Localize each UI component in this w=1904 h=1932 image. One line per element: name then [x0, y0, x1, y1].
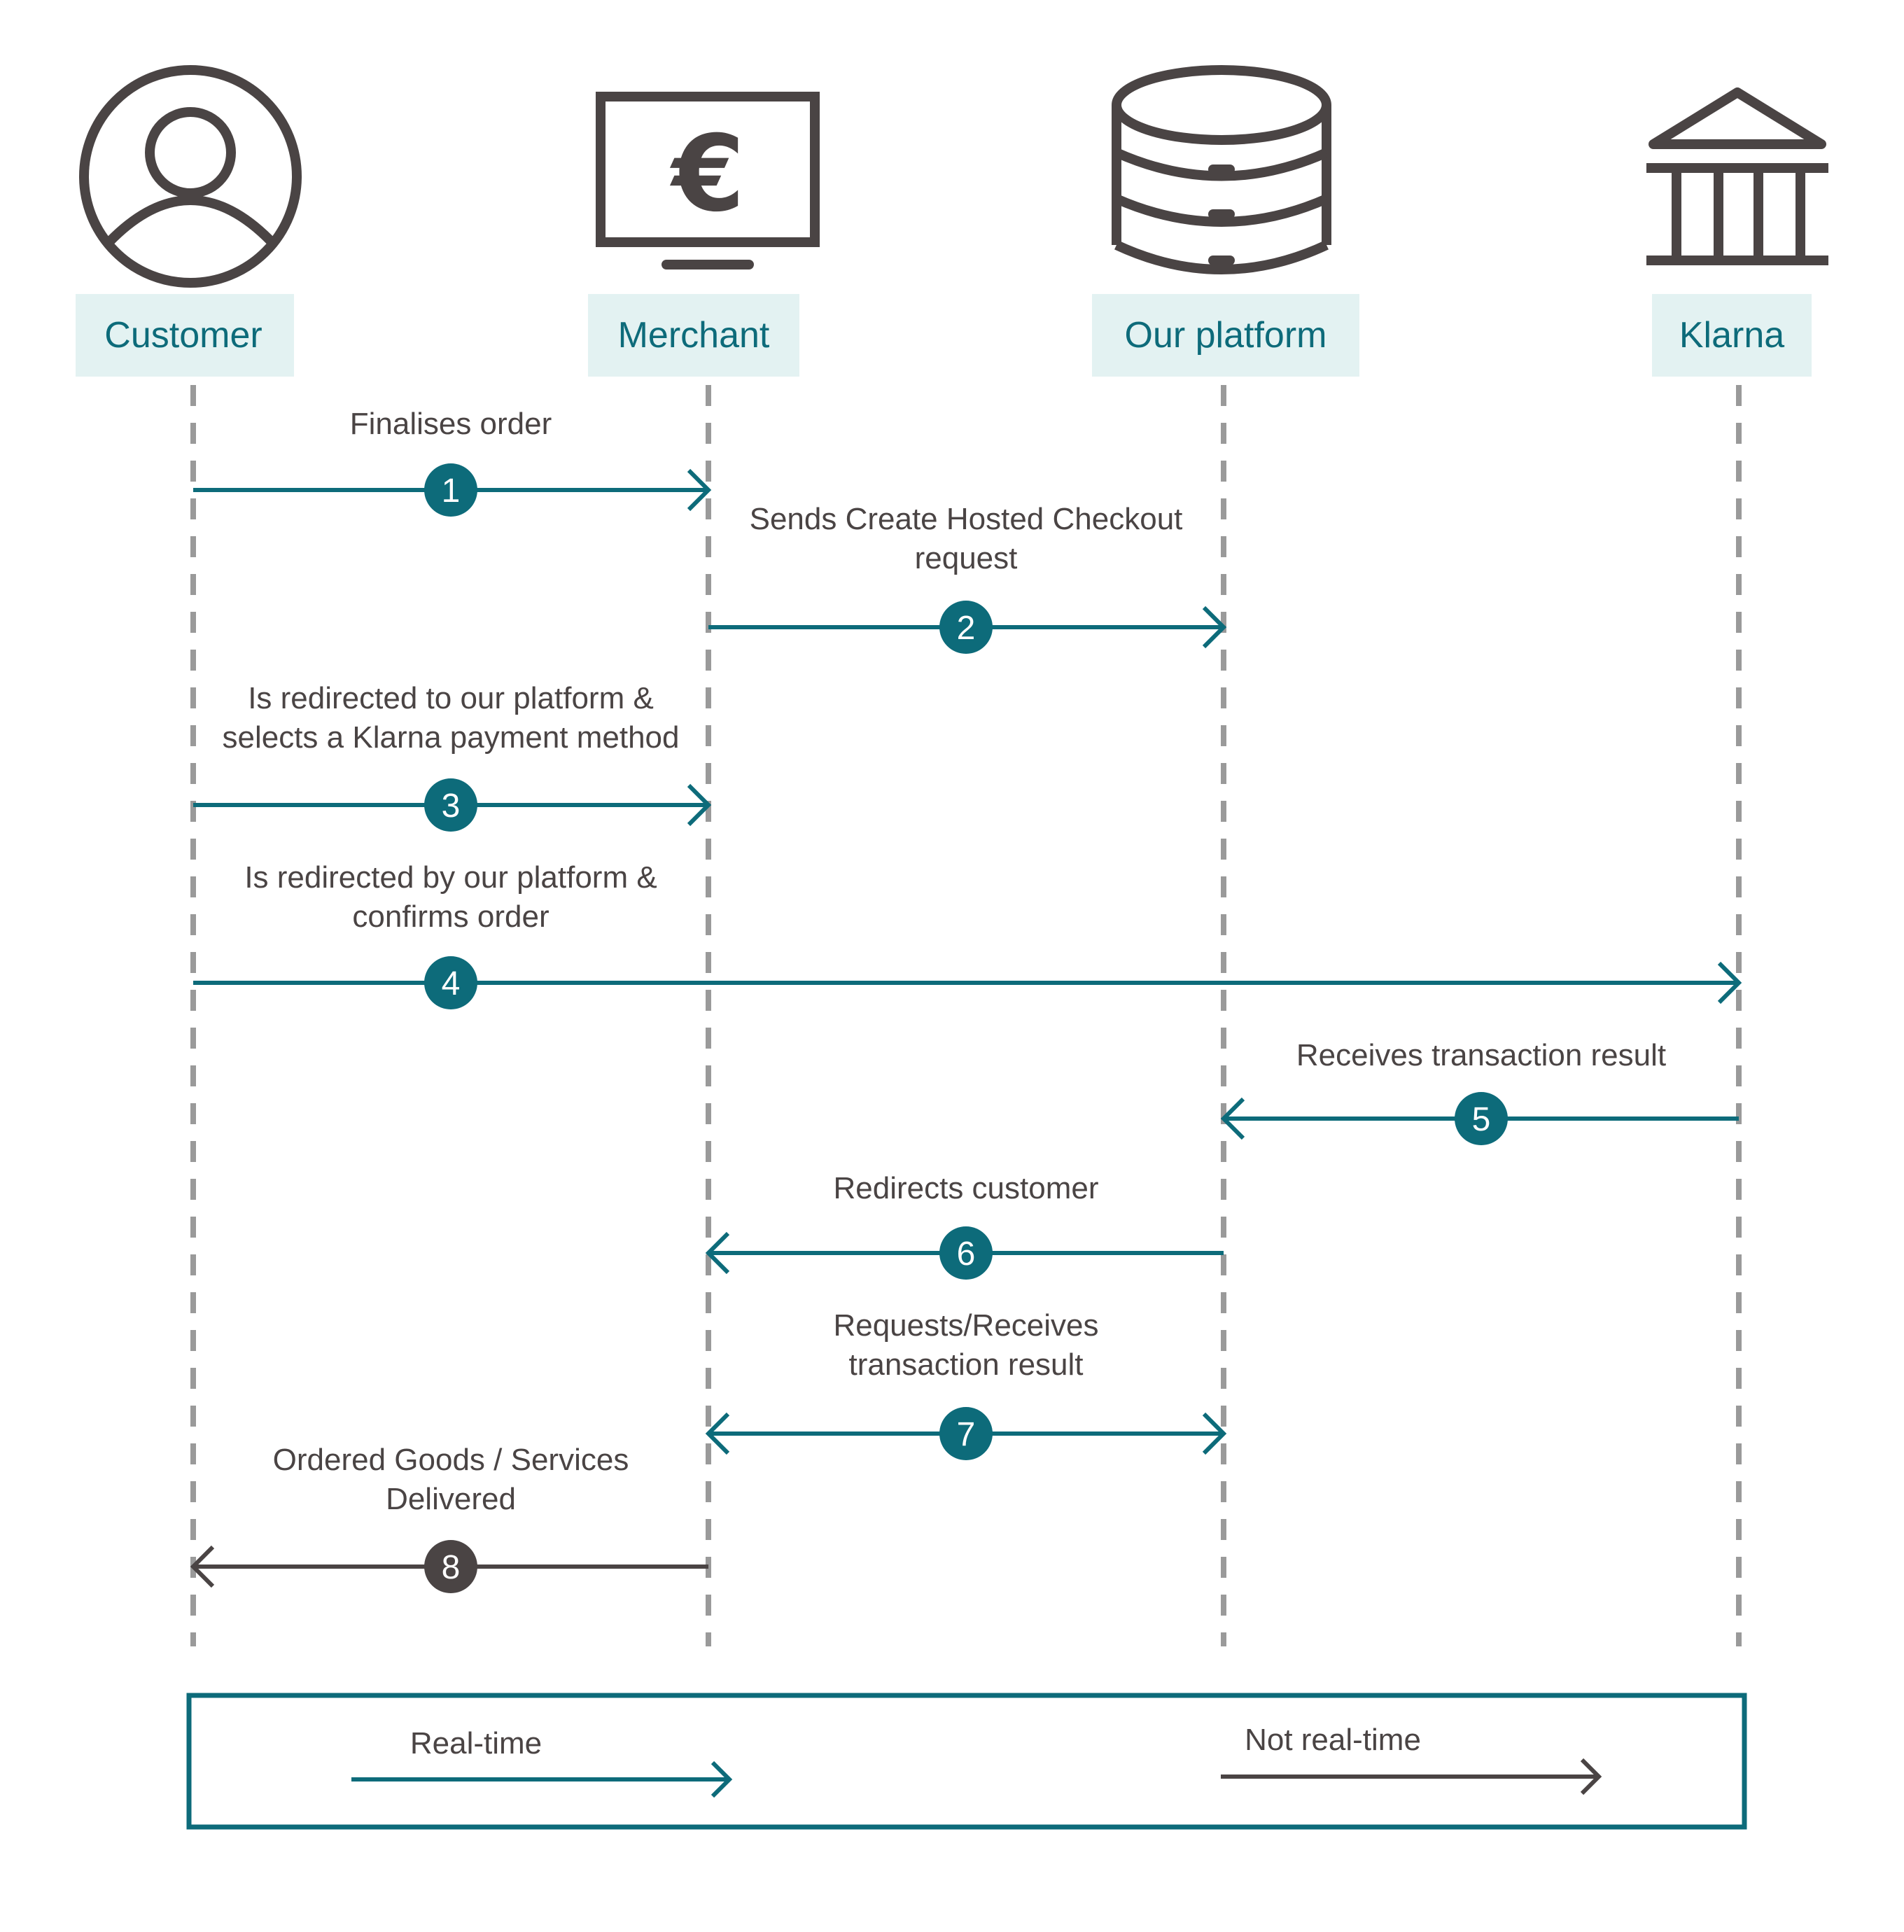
arrowhead [1202, 1412, 1227, 1455]
step-7: Requests/Receives transaction result 7 [705, 1308, 1227, 1460]
step-number-badge [424, 956, 477, 1009]
step-label: selects a Klarna payment method [222, 720, 679, 755]
step-3: Is redirected to our platform & selects a… [193, 681, 712, 832]
step-label: Requests/Receives [833, 1308, 1098, 1343]
arrowhead [705, 1412, 730, 1455]
actor-label-merchant: Merchant [588, 294, 799, 377]
legend-real-time-label: Real-time [410, 1726, 542, 1760]
step-label: Receives transaction result [1296, 1038, 1666, 1072]
svg-text:€: € [670, 113, 745, 235]
step-number-badge [939, 601, 993, 654]
step-number: 3 [442, 788, 461, 825]
arrowhead [1717, 961, 1742, 1004]
step-number-badge [424, 1540, 477, 1593]
actor-label-customer: Customer [76, 294, 294, 377]
step-number-badge [424, 463, 477, 517]
legend-not-real-time-label: Not real-time [1245, 1723, 1421, 1757]
step-number-badge [424, 778, 477, 832]
step-label: Sends Create Hosted Checkout [750, 502, 1183, 536]
user-icon [79, 65, 302, 288]
step-number-badge [939, 1407, 993, 1460]
step-number: 2 [957, 610, 976, 647]
step-label: Redirects customer [833, 1171, 1098, 1205]
step-number: 6 [957, 1236, 976, 1273]
step-label: Delivered [386, 1482, 516, 1516]
arrowhead [687, 783, 712, 827]
bank-icon [1646, 88, 1828, 265]
step-label: transaction result [848, 1348, 1083, 1382]
step-number: 1 [442, 472, 461, 510]
svg-text:Klarna: Klarna [1679, 315, 1784, 356]
step-4: Is redirected by our platform & confirms … [193, 860, 1742, 1009]
step-number: 8 [442, 1549, 461, 1586]
step-label: confirms order [352, 899, 549, 934]
step-label: Is redirected by our platform & [244, 860, 657, 895]
actor-label-klarna: Klarna [1652, 294, 1812, 377]
step-label: Is redirected to our platform & [248, 681, 654, 715]
arrowhead [1220, 1097, 1245, 1140]
step-number-badge [1455, 1092, 1508, 1145]
legend-not-real-time-arrow [1221, 1758, 1602, 1795]
step-number: 7 [957, 1416, 976, 1453]
actor-label-platform: Our platform [1092, 294, 1359, 377]
svg-text:Merchant: Merchant [618, 315, 770, 356]
legend-real-time-arrow [351, 1760, 733, 1798]
step-number: 4 [442, 965, 461, 1002]
euro-monitor-icon: € [596, 92, 820, 270]
step-1: Finalises order 1 [193, 407, 712, 517]
arrowhead [1202, 606, 1227, 649]
svg-text:Customer: Customer [104, 315, 262, 356]
step-label: Ordered Goods / Services [273, 1443, 629, 1477]
arrowhead [705, 1231, 730, 1275]
svg-text:Our platform: Our platform [1125, 315, 1327, 356]
database-icon [1112, 65, 1331, 274]
step-6: Redirects customer 6 [705, 1171, 1224, 1280]
arrowhead [190, 1545, 215, 1588]
legend-box [186, 1693, 1747, 1830]
arrowhead [687, 468, 712, 512]
step-number: 5 [1472, 1101, 1491, 1138]
step-label: request [915, 541, 1018, 575]
step-number-badge [939, 1226, 993, 1280]
step-label: Finalises order [350, 407, 552, 441]
step-5: Receives transaction result 5 [1220, 1038, 1739, 1145]
legend: Real-time Not real-time [186, 1693, 1747, 1830]
step-2: Sends Create Hosted Checkout request 2 [708, 502, 1227, 654]
